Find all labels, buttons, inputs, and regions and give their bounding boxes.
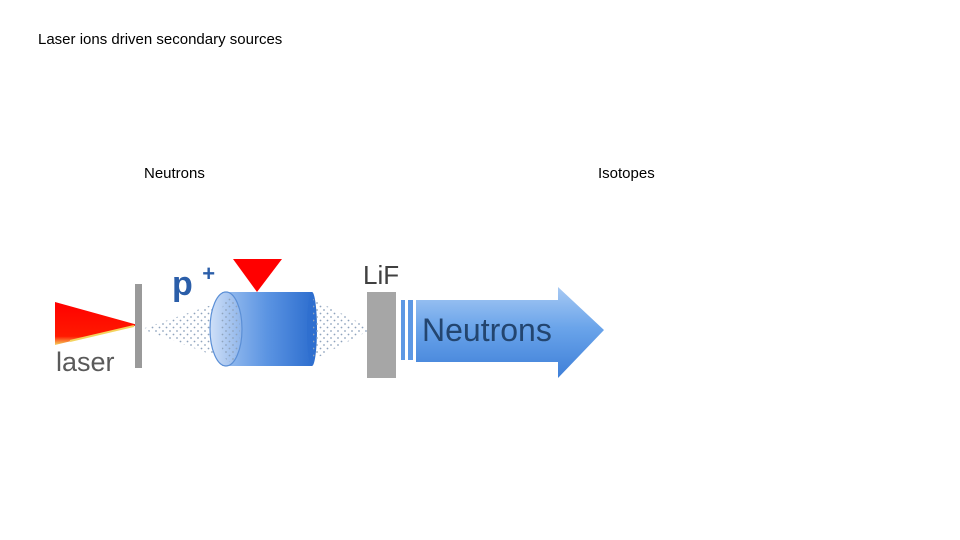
target-foil — [135, 284, 142, 368]
arrow-stripe-2 — [408, 300, 413, 360]
arrow-stripe-1 — [401, 300, 405, 360]
neutrons-arrow-label: Neutrons — [422, 312, 552, 348]
proton-cone — [142, 300, 226, 360]
proton-symbol: p — [172, 265, 193, 303]
proton-label: p + — [172, 261, 215, 303]
cylinder-collimator — [209, 291, 317, 367]
laser-beam-edge — [69, 325, 135, 342]
slide-title: Laser ions driven secondary sources — [38, 31, 283, 48]
laser-label: laser — [56, 347, 115, 377]
caption-neutrons: Neutrons — [144, 165, 205, 182]
proton-charge: + — [202, 261, 215, 286]
neutrons-arrow — [416, 287, 604, 378]
proton-cone-2 — [313, 299, 372, 360]
lif-label: LiF — [363, 260, 399, 290]
caption-isotopes: Isotopes — [598, 165, 655, 182]
laser-beam — [55, 302, 138, 345]
lif-converter — [367, 292, 396, 378]
marker-triangle — [233, 259, 282, 292]
